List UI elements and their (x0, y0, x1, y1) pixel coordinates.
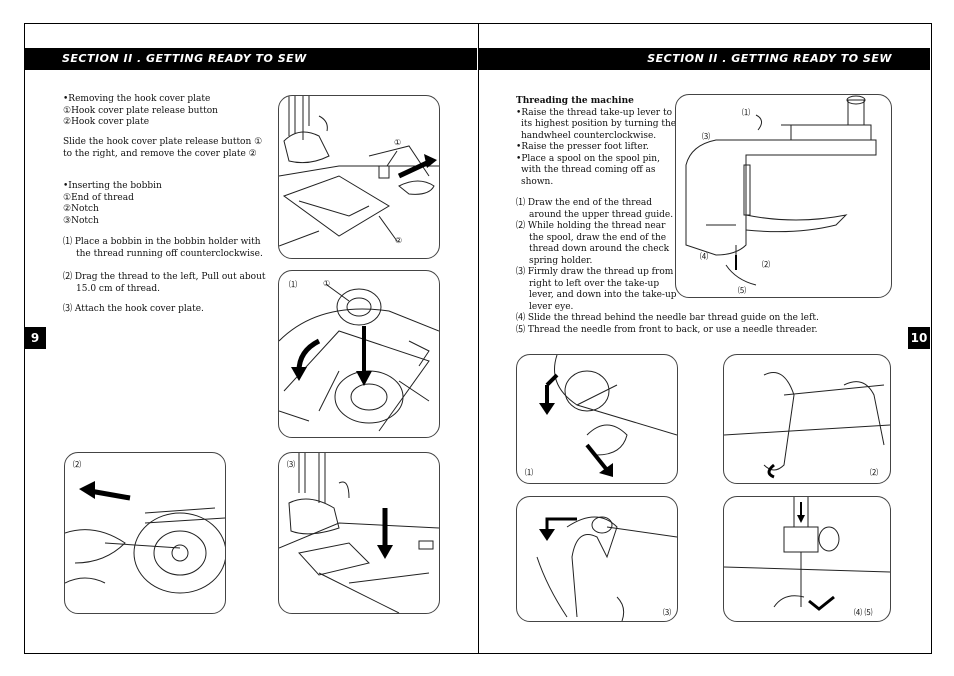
inserting-bobbin-text: •Inserting the bobbin ①End of thread ②No… (63, 181, 162, 227)
step1-line: ⑴ Place a bobbin in the bobbin holder wi… (63, 237, 261, 247)
callout-label: ① (394, 138, 402, 147)
thread-pull-figure: ⑵ (64, 452, 226, 614)
inserting-line: ③Notch (63, 215, 99, 226)
inserting-line: •Inserting the bobbin (63, 181, 162, 191)
figure-label: ⑶ (663, 608, 671, 617)
bullet-text: Raise the presser foot lifter. (521, 142, 649, 152)
threading-instructions: Threading the machine •Raise the thread … (516, 96, 676, 188)
removing-hook-cover-text: •Removing the hook cover plate ①Hook cov… (63, 94, 218, 129)
callout-label: ① (323, 279, 331, 288)
needle-threading-drawing (724, 497, 890, 611)
bullet-3: •Place a spool on the spool pin, (516, 153, 660, 164)
step-line: ⑵ While holding the thread near (516, 221, 666, 231)
slide-line: Slide the hook cover plate release butto… (63, 137, 263, 147)
step3-line: ⑶ Attach the hook cover plate. (63, 304, 204, 314)
left-section-header: SECTION II . GETTING READY TO SEW (24, 48, 477, 70)
callout-label: ⑵ (762, 260, 770, 269)
step2-line: 15.0 cm of thread. (76, 283, 160, 294)
machine-threading-figure: ⑴ ⑶ ⑷ ⑵ ⑸ (675, 94, 892, 298)
needle-threading-figure: ⑷ ⑸ (723, 496, 891, 622)
callout-label: ⑸ (738, 286, 746, 295)
step-line: thread down around the check (529, 244, 670, 254)
thread-pull-drawing (65, 481, 225, 594)
attach-cover-drawing (279, 453, 439, 613)
step1-line: the thread running off counterclockwise. (76, 248, 263, 259)
threading-steps: ⑴ Draw the end of the thread around the … (516, 198, 819, 336)
right-page (478, 23, 932, 654)
bullet-text: Raise the thread take-up lever to (521, 107, 673, 118)
right-section-title: SECTION II . GETTING READY TO SEW (647, 52, 892, 65)
bullet-text: Place a spool on the spool pin, (521, 153, 660, 164)
figure-label: ⑵ (870, 468, 878, 477)
step3-text: ⑶ Attach the hook cover plate. (63, 304, 204, 316)
step2-text: ⑵ Drag the thread to the left, Pull out … (63, 272, 266, 295)
hook-cover-removal-drawing (279, 96, 439, 247)
right-section-header: SECTION II . GETTING READY TO SEW (478, 48, 930, 70)
thread-guide-figure: ⑴ (516, 354, 678, 484)
bullet-text: with the thread coming off as (521, 165, 656, 175)
slide-instruction: Slide the hook cover plate release butto… (63, 137, 262, 160)
page-number-left: 9 (24, 327, 46, 349)
hook-cover-removal-figure: ① ② (278, 95, 440, 259)
step-line: ⑷ Slide the thread behind the needle bar… (516, 313, 819, 323)
check-spring-figure: ⑵ (723, 354, 891, 484)
figure-label: ⑵ (73, 460, 81, 469)
figure-label: ⑴ (289, 280, 297, 289)
figure-label: ⑴ (525, 468, 533, 477)
step-line: around the upper thread guide. (529, 209, 674, 220)
callout-label: ⑷ (700, 252, 708, 261)
threading-title: Threading the machine (516, 96, 634, 106)
bullet-text: handwheel counterclockwise. (521, 130, 657, 141)
bullet-text: shown. (521, 176, 554, 187)
step-line: lever eye. (529, 301, 574, 312)
bullet-text: its highest position by turning the (521, 119, 677, 129)
takeup-lever-drawing (536, 516, 677, 621)
removing-line: •Removing the hook cover plate (63, 94, 211, 104)
inserting-line: ①End of thread (63, 192, 134, 203)
figure-label: ⑷ ⑸ (854, 608, 873, 617)
removing-line: ①Hook cover plate release button (63, 105, 218, 116)
bullet-2: •Raise the presser foot lifter. (516, 142, 649, 152)
bobbin-insert-drawing (279, 284, 439, 432)
figure-label: ⑶ (287, 460, 295, 469)
takeup-lever-figure: ⑶ (516, 496, 678, 622)
step-line: the spool, draw the end of the (529, 232, 667, 243)
bobbin-insert-figure: ⑴ ① (278, 270, 440, 438)
step1-text: ⑴ Place a bobbin in the bobbin holder wi… (63, 237, 263, 260)
step-line: right to left over the take-up (529, 278, 660, 289)
step-line: lever, and down into the take-up (529, 290, 677, 300)
callout-label: ⑶ (702, 132, 710, 141)
callout-label: ⑴ (742, 108, 750, 117)
removing-line: ②Hook cover plate (63, 117, 150, 127)
step-line: ⑴ Draw the end of the thread (516, 198, 653, 208)
callout-label: ② (395, 236, 403, 245)
inserting-line: ②Notch (63, 204, 99, 214)
attach-cover-figure: ⑶ (278, 452, 440, 614)
step-line: spring holder. (529, 255, 593, 266)
slide-line: to the right, and remove the cover plate… (63, 148, 257, 159)
left-section-title: SECTION II . GETTING READY TO SEW (62, 52, 307, 65)
bullet-1: •Raise the thread take-up lever to (516, 107, 673, 118)
step2-line: ⑵ Drag the thread to the left, Pull out … (63, 272, 266, 282)
page-number-right: 10 (908, 327, 930, 349)
machine-threading-drawing (685, 95, 877, 286)
step-line: ⑸ Thread the needle from front to back, … (516, 324, 818, 335)
check-spring-drawing (724, 372, 890, 479)
thread-guide-drawing (539, 355, 677, 477)
step-line: ⑶ Firmly draw the thread up from (516, 267, 674, 277)
